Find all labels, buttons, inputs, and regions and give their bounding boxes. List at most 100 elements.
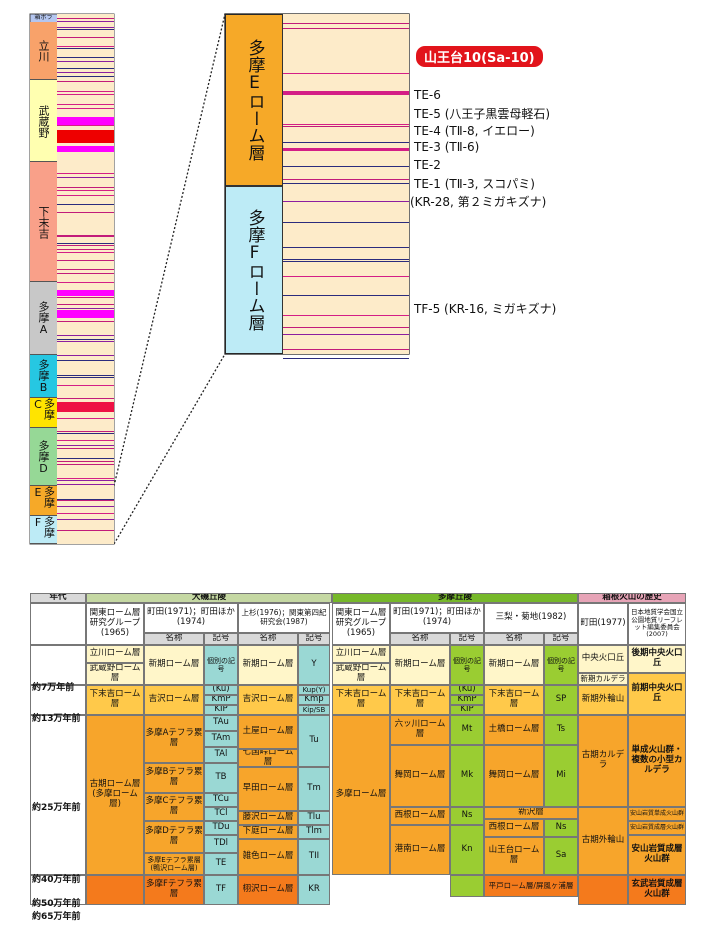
sub-machida-1977: 町田(1977) [578,603,628,645]
stripe [57,236,114,237]
stripe [57,530,114,531]
symbol-tlu: Tlu [298,811,330,825]
overview-unit-block [30,486,57,516]
stripe [57,433,114,434]
symbol-mi: Mi [544,745,578,807]
tephra-label: TE-6 [414,88,441,102]
stripe [283,358,409,359]
age-label: 約65万年前 [32,912,81,922]
stripe [57,341,114,342]
overview-unit-block [30,516,57,544]
stripe [283,126,409,127]
stripe [57,235,114,236]
stripe [57,499,114,500]
machida-tama-e: 多摩Eテフラ累層(鴨沢ローム層) [144,853,204,875]
machida-tama-c: 多摩Cテフラ累層 [144,793,204,821]
sanri-shimosueyoshi: 下末吉ローム層 [484,685,544,715]
overview-unit-block [30,398,57,428]
stripe [57,61,114,62]
magenta-band [57,290,114,296]
highlight-sample-badge: 山王台10(Sa-10) [416,46,543,67]
stripe [283,334,409,335]
stripe [57,125,114,126]
sanri-sannoudai: 山王台ローム層 [484,837,544,875]
stripe [57,91,114,92]
stripe [57,385,114,386]
sub-symbol: 記号 [450,633,484,645]
sub-name: 名称 [238,633,298,645]
hakone-shinki-gairin: 新期外輪山 [578,685,628,715]
geo-koki: 後期中央火口丘 [628,645,686,673]
uesugi-fujisawa: 藤沢ローム層 [238,811,298,825]
sanri-kobetsu: 個別の記号 [544,645,578,685]
symbol-kmp: KmP [204,695,238,705]
unit-label-tama-e-detail: 多摩Eローム層 [225,14,283,186]
geo-anzan3: 安山岩質成層火山群 [628,835,686,875]
symbol-kmp: KmP [450,695,484,705]
symbol-ts: Ts [544,715,578,745]
stripe [283,247,409,248]
overview-unit-block [30,80,57,162]
stripe [57,177,114,178]
tephra-label: TE-3 (TⅡ-6) [414,140,480,154]
stripe [57,68,114,69]
stripe [57,513,114,514]
stripe [283,201,409,202]
symbol-kip: KIP [450,705,484,715]
stripe [57,484,114,485]
tama-musashino: 武蔵野ローム層 [332,663,390,685]
symbol-ns: Ns [544,819,578,837]
overview-unit-label: 多摩A [37,301,50,336]
stripe [57,18,114,19]
overview-unit-block [30,22,57,80]
stripe [57,360,114,361]
age-row [30,875,86,905]
stripe [57,458,114,459]
stripe [57,46,114,47]
symbol-tal: TAl [204,747,238,763]
overview-unit-label: 武蔵野 [37,104,50,138]
sub-symbol: 記号 [204,633,238,645]
stripe [57,506,114,507]
age-row [30,645,86,685]
kanto-tachikawa: 立川ローム層 [86,645,144,663]
tephra-label: TE-2 [414,158,441,172]
geo-tansei: 単成火山群・複数の小型カルデラ [628,715,686,807]
age-label: 約25万年前 [32,803,81,813]
stripe [57,104,114,105]
machida-tama-b: 多摩Bテフラ累層 [144,763,204,793]
tephra-label: TE-4 (TⅡ-8, イエロー) [414,124,535,138]
tama-machida-nishine: 西根ローム層 [390,807,450,825]
stripe [57,398,114,399]
overview-unit-block [30,428,57,486]
uesugi-kichisawa: 吉沢ローム層 [238,685,298,715]
stripe [57,418,114,419]
sub-machida: 町田(1971)；町田ほか(1974) [144,603,238,633]
stripe [57,440,114,441]
symbol-tlm: Tlm [298,825,330,839]
symbol-tm: Tm [298,767,330,811]
stripe [57,448,114,449]
stripe [57,500,114,501]
overview-unit-label: 立川 [37,40,50,62]
symbol-tll: TII [298,839,330,875]
stripe [57,72,114,73]
tama-machida-kobetsu: 個別の記号 [450,645,484,685]
symbol-kip: KIP [204,705,238,715]
hakone-chuo: 中央火口丘 [578,645,628,673]
red-band [57,130,114,143]
stripe [57,308,114,309]
stripe [283,23,409,24]
stripe [283,315,409,316]
stripe [283,261,409,262]
stripe [57,375,114,376]
stripe [57,431,114,432]
hakone-bottom [578,875,628,905]
stripe [57,355,114,356]
kanto-musashino: 武蔵野ローム層 [86,663,144,685]
stripe [57,21,114,22]
machida-shinki: 新期ローム層 [144,645,204,685]
stripe [57,461,114,462]
stripe [57,252,114,253]
overview-unit-label: 多摩B [37,359,50,394]
